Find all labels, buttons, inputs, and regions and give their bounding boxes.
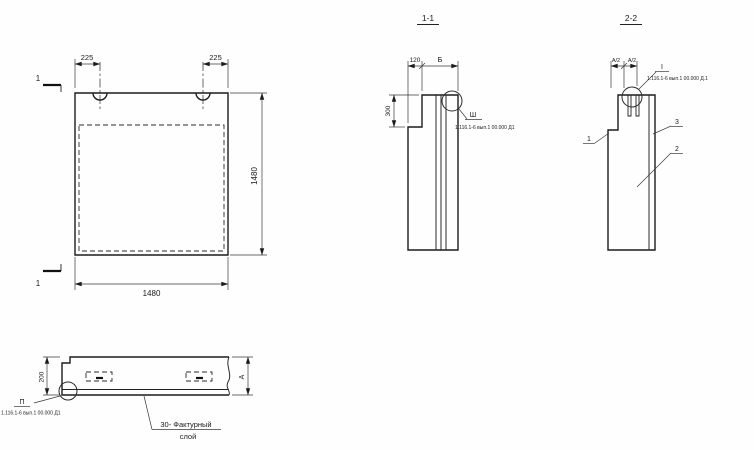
panel-outline: [74, 92, 229, 256]
dim-text-225-left: 225: [81, 53, 94, 62]
dim-text-225-right: 225: [209, 53, 222, 62]
plan-view: 200 А П 1.116.1-6 вып.1 00.000 Д1 30- Фа…: [1, 356, 253, 441]
dim-middle-tick: [620, 62, 628, 70]
section-1-1-title: 1-1: [422, 13, 435, 23]
part-leader: [594, 132, 610, 144]
slot-hidden-right: [185, 371, 213, 382]
detail-circle-2: [58, 381, 78, 401]
part-leader: [636, 152, 672, 188]
part-leader: [652, 125, 672, 135]
detail-label-1: I: [661, 64, 663, 71]
note-text-line2: слой: [180, 432, 197, 441]
dim-middle-tick: [418, 62, 426, 70]
dim-text-a: А: [239, 374, 246, 379]
section-1-1-view: 1-1 120 Б 300 Ш 1.116.1-6 вып.1 00.000 Д…: [385, 13, 515, 251]
dim-text-width: 1480: [143, 289, 161, 298]
detail-ref-text: 1.116.1-6 вып.1 00.000 Д1: [455, 125, 515, 131]
dim-text-b: Б: [438, 55, 443, 64]
section-2-2-view: 2-2 А/2 А/2 I 1.116.1-6 вып.1 00.000 Д.1…: [583, 13, 708, 251]
detail-circle-3: [441, 90, 463, 112]
section-1-1-outline: [407, 94, 459, 251]
detail-circle-1: [621, 86, 643, 108]
main-elevation-view: 225 225 1480 1480 1 1: [36, 53, 267, 298]
part-label-1: 1: [587, 136, 591, 143]
dim-text-a2-left: А/2: [612, 58, 620, 64]
part-label-3: 3: [675, 119, 679, 126]
detail-label-2: П: [19, 399, 24, 406]
cut-label-top: 1: [36, 74, 41, 83]
slot-hidden-left: [85, 371, 113, 382]
dim-text-300: 300: [385, 105, 392, 116]
detail-ref-text: 1.116.1-6 вып.1 00.000 Д1: [1, 411, 61, 417]
detail-leader: [458, 108, 468, 120]
dim-text-120: 120: [410, 57, 421, 64]
detail-leader: [33, 395, 61, 404]
pin-right: [635, 95, 640, 117]
dim-text-height: 1480: [250, 167, 259, 185]
section-2-2-outline: [607, 94, 656, 251]
part-label-2: 2: [675, 146, 679, 153]
plan-outline: [61, 356, 229, 396]
note-leader: [143, 395, 153, 430]
dim-text-a2-right: А/2: [628, 58, 636, 64]
detail-leader: [638, 71, 657, 90]
dim-text-200: 200: [39, 371, 46, 382]
recess-hidden-outline: [78, 124, 225, 252]
detail-ref-text: 1.116.1-6 вып.1 00.000 Д.1: [647, 76, 708, 82]
cut-label-bottom: 1: [36, 279, 41, 288]
note-text-line1: 30- Фактурный: [160, 420, 211, 429]
section-2-2-title: 2-2: [625, 13, 638, 23]
break-line: [226, 356, 231, 396]
pin-left: [627, 95, 632, 117]
detail-label-3: Ш: [470, 112, 476, 119]
